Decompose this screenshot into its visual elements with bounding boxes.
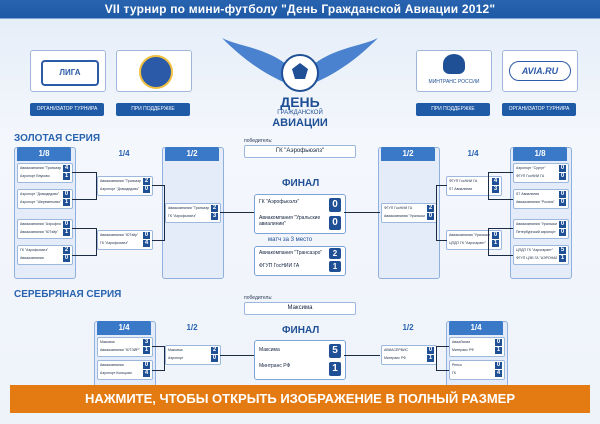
silver-winner-label: победитель: xyxy=(244,295,273,301)
gold-sf-left-header: 1/2 xyxy=(165,147,219,161)
silver-sf-left-header: 1/2 xyxy=(186,323,198,332)
third-place-label: матч за 3 место xyxy=(268,237,313,243)
match-card: Авиакомпания "Трансаэро"4 Аэропорт Внуко… xyxy=(17,163,73,183)
gold-series-title: ЗОЛОТАЯ СЕРИЯ xyxy=(14,133,101,144)
tournament-title: VII турнир по мини-футболу "День Граждан… xyxy=(104,2,496,16)
match-card: ФГУП ГосНИИ ГА2 Авиакомпания "Уральские … xyxy=(381,203,437,223)
match-card: Авиакомпания "Трансаэро"2 ГК "Аэрофьюэлз… xyxy=(165,203,221,223)
match-card: Авиакомпания "Трансаэро"2 Аэропорт "Домо… xyxy=(97,176,153,196)
bracket-connector xyxy=(344,355,380,356)
gold-qf-right-header: 1/4 xyxy=(467,149,479,158)
silver-final-label: ФИНАЛ xyxy=(282,325,320,336)
wings-icon xyxy=(222,38,378,92)
open-full-size-button[interactable]: НАЖМИТЕ, ЧТОБЫ ОТКРЫТЬ ИЗОБРАЖЕНИЕ В ПОЛ… xyxy=(10,385,590,413)
bracket-connector xyxy=(152,185,165,241)
bracket-connector xyxy=(436,185,447,241)
eagle-icon xyxy=(443,54,465,74)
civil-aviation-day-emblem: ДЕНЬ ГРАЖДАНСКОЙ АВИАЦИИ xyxy=(222,28,378,138)
aviation-emblem-logo xyxy=(116,50,192,92)
silver-sf-right-header: 1/2 xyxy=(402,323,414,332)
bracket-connector xyxy=(72,172,97,200)
bracket-connector xyxy=(488,172,513,200)
silver-series-title: СЕРЕБРЯНАЯ СЕРИЯ xyxy=(14,289,122,300)
bracket-connector xyxy=(344,212,380,213)
match-card: Авиакомпания "Уральские авиалинии"0 Пете… xyxy=(513,219,569,239)
silver-qf-right-header: 1/4 xyxy=(449,321,503,335)
match-card: Авиакомпания "ЮТэйр"0 ГК "Аэрофьюэлз"4 xyxy=(97,230,153,250)
gold-sf-right-header: 1/2 xyxy=(381,147,435,161)
organizer-caption-right: ОРГАНИЗАТОР ТУРНИРА xyxy=(502,103,576,116)
gold-r16-right-header: 1/8 xyxy=(513,147,567,161)
match-card: Авиакомпания "Аэрофлот"0 Авиакомпания "Ю… xyxy=(17,219,73,239)
avia-ru-logo: AVIA.RU xyxy=(502,50,578,92)
bracket-connector xyxy=(220,355,254,356)
gold-winner: ГК "Аэрофьюэлз" xyxy=(244,145,356,158)
silver-qf-left-header: 1/4 xyxy=(97,321,151,335)
bracket-connector xyxy=(72,228,97,256)
gold-winner-label: победитель: xyxy=(244,138,273,144)
support-caption: ПРИ ПОДДЕРЖКЕ xyxy=(116,103,190,116)
bracket-connector xyxy=(488,228,513,256)
organizer-caption: ОРГАНИЗАТОР ТУРНИРА xyxy=(30,103,104,116)
bracket-connector xyxy=(220,212,254,213)
silver-winner: Максима xyxy=(244,302,356,315)
bracket-connector xyxy=(152,346,165,371)
gold-r16-left-header: 1/8 xyxy=(17,147,71,161)
match-card: ЦПДП ГК "Аэрогарант"5 ФГУП ЦЭБ ГА "АЭРОН… xyxy=(513,245,569,265)
third-place-card: Авиакомпания "Трансаэро"2 ФГУП ГосНИИ ГА… xyxy=(254,246,346,276)
mintrans-logo: МИНТРАНС РОССИИ xyxy=(416,50,492,92)
match-card: Аэропорт "Домодедово"0 Аэропорт "Шеремет… xyxy=(17,189,73,209)
gold-qf-left-header: 1/4 xyxy=(118,149,130,158)
support-caption-right: ПРИ ПОДДЕРЖКЕ xyxy=(416,103,490,116)
emblem-icon xyxy=(139,55,173,89)
gold-final-card: ГК "Аэрофьюэлз"0 Авиакомпания "Уральские… xyxy=(254,194,346,234)
bracket-connector xyxy=(436,346,449,371)
gold-final-label: ФИНАЛ xyxy=(282,178,320,189)
liga-sofitl-logo: ЛИГА СОФИТЛ xyxy=(30,50,106,92)
